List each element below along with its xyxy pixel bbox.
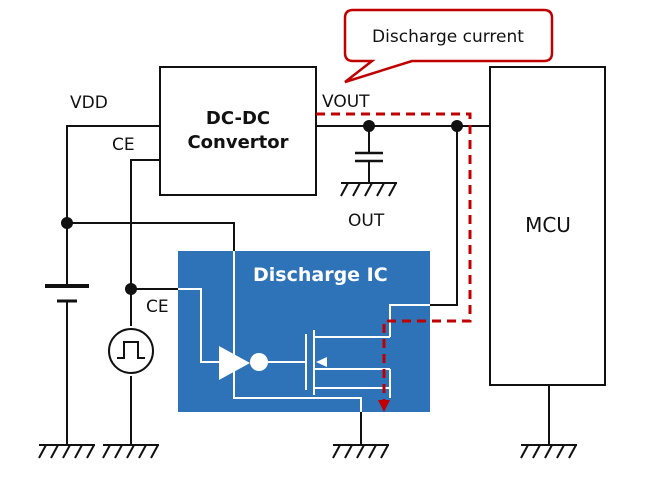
dcdc-title-line2: Convertor <box>187 132 288 153</box>
callout-label: Discharge current <box>372 27 524 47</box>
buffer-gate-icon <box>219 346 268 380</box>
dcdc-title-line1: DC-DC <box>206 108 270 129</box>
ce-bottom-label: CE <box>146 297 169 317</box>
ground-icon <box>102 444 159 459</box>
junction-dots <box>61 120 463 295</box>
discharge-current-path <box>316 112 472 412</box>
ic-internal-wiring <box>178 251 430 412</box>
ground-icon <box>340 182 397 197</box>
dcdc-converter-block <box>159 66 317 196</box>
mosfet-icon <box>305 320 391 395</box>
battery-icon <box>45 284 89 303</box>
capacitor-icon <box>355 151 383 163</box>
discharge-current-callout: Discharge current <box>343 8 554 84</box>
mcu-label: MCU <box>525 213 571 237</box>
vdd-label: VDD <box>70 93 108 113</box>
ground-icon <box>332 444 389 459</box>
out-label: OUT <box>348 211 385 231</box>
ce-top-label: CE <box>112 135 135 155</box>
ground-icon <box>38 444 95 459</box>
mcu-block <box>489 66 606 386</box>
ground-icon <box>520 444 577 459</box>
discharge-ic-block <box>178 251 430 412</box>
discharge-ic-label: Discharge IC <box>253 264 388 286</box>
pulse-source-icon <box>108 328 154 374</box>
vout-label: VOUT <box>322 92 370 112</box>
